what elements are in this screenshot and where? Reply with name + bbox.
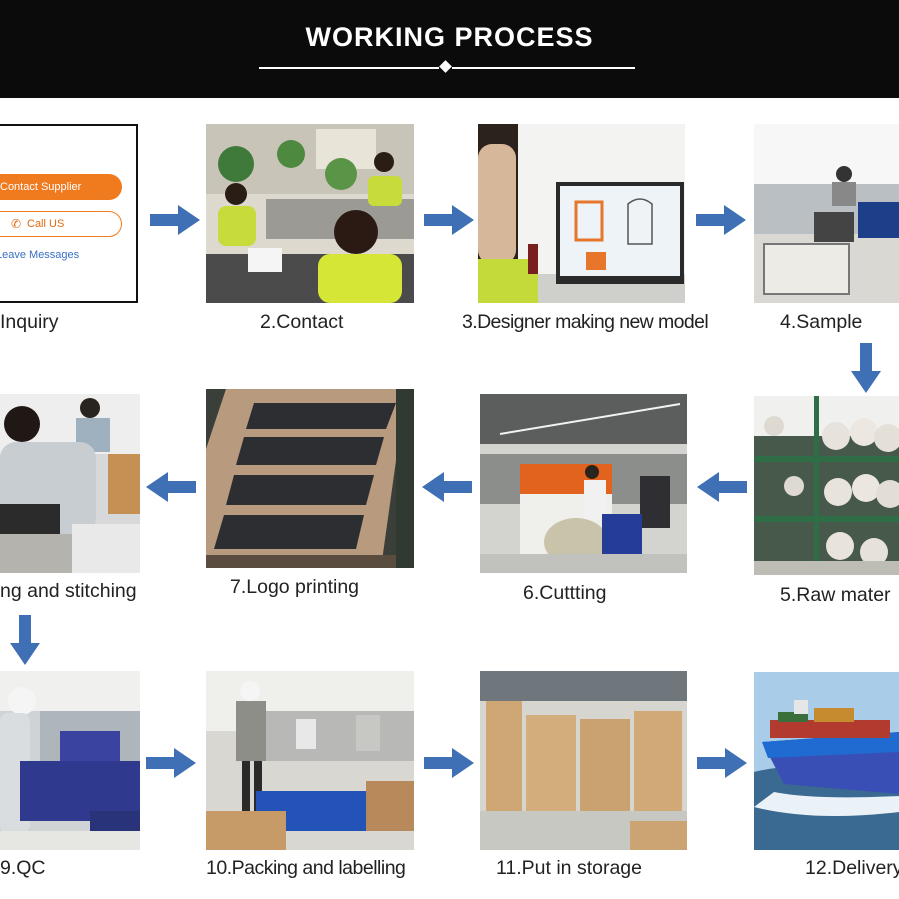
arrow-right-icon: [146, 748, 196, 778]
title-underline-right: [452, 67, 635, 69]
photo-sewing: [0, 394, 140, 573]
arrow-right-icon: [697, 748, 747, 778]
step-label: 2.Contact: [260, 311, 344, 333]
header-banner: WORKING PROCESS: [0, 0, 899, 98]
step-label: 7.Logo printing: [230, 576, 360, 598]
photo-sample: [754, 124, 899, 303]
arrow-right-icon: [150, 205, 200, 235]
step-label: 11.Put in storage: [496, 857, 642, 879]
photo-delivery-ship: [754, 672, 899, 850]
photo-contact: [206, 124, 414, 303]
leave-messages-link[interactable]: Leave Messages: [0, 249, 79, 261]
photo-raw-materials: [754, 396, 899, 575]
step-label: 3.Designer making new model: [462, 311, 709, 333]
phone-icon: ✆: [11, 217, 22, 231]
step-label: 9.QC: [0, 857, 46, 879]
photo-logo-printing: [206, 389, 414, 568]
call-us-button[interactable]: ✆ Call US: [0, 211, 122, 237]
photo-qc: [0, 671, 140, 850]
inquiry-panel: Contact Supplier ✆ Call US Leave Message…: [0, 124, 138, 303]
step-label: 12.Delivery: [805, 857, 899, 879]
leave-messages-label: Leave Messages: [0, 249, 80, 261]
arrow-down-icon: [10, 615, 40, 665]
page-title: WORKING PROCESS: [305, 22, 594, 52]
step-label: 10.Packing and labelling: [206, 857, 406, 879]
arrow-left-icon: [697, 472, 747, 502]
photo-storage: [480, 671, 687, 850]
step-label: ng and stitching: [0, 580, 137, 602]
title-underline-left: [259, 67, 439, 69]
call-us-label: Call US: [27, 218, 65, 230]
photo-designer: [478, 124, 685, 303]
photo-cutting: [480, 394, 687, 573]
arrow-right-icon: [424, 205, 474, 235]
contact-supplier-button[interactable]: Contact Supplier: [0, 174, 122, 200]
arrow-right-icon: [696, 205, 746, 235]
arrow-left-icon: [146, 472, 196, 502]
step-label: 4.Sample: [780, 311, 863, 333]
step-label: Inquiry: [0, 311, 59, 333]
arrow-down-icon: [851, 343, 881, 393]
arrow-left-icon: [422, 472, 472, 502]
photo-packing: [206, 671, 414, 850]
step-label: 6.Cuttting: [523, 582, 607, 604]
arrow-right-icon: [424, 748, 474, 778]
step-label: 5.Raw mater: [780, 584, 891, 606]
title-diamond: [439, 60, 452, 73]
